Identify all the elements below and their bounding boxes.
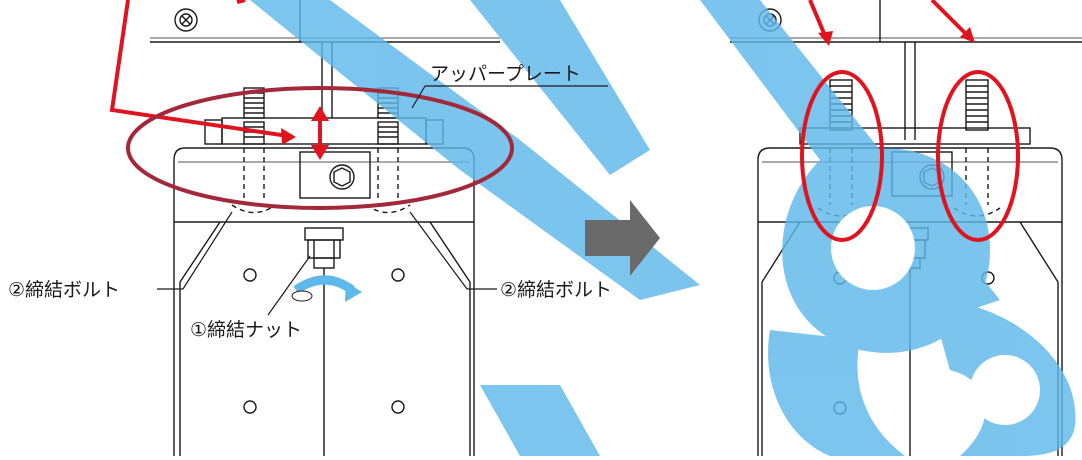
fastening-bolt-label-left: ②締結ボルト	[8, 279, 120, 301]
left-assembly	[150, 0, 500, 456]
upper-plate-label: アッパープレート	[430, 63, 581, 85]
rotate-arrow-icon	[291, 275, 362, 302]
watermark-counter-2	[970, 355, 1040, 425]
bolt-highlight-ellipse-right	[936, 70, 1020, 242]
phillips-screw-icon	[174, 8, 198, 32]
pointer-line-left	[109, 0, 289, 138]
red-annotations	[109, 0, 975, 160]
bolt-highlight-ellipse-left	[800, 70, 884, 242]
watermark	[250, 0, 1076, 456]
upper-plate-highlight-ellipse	[126, 86, 514, 210]
watermark-counter	[831, 206, 915, 290]
right-arrow-icon	[585, 200, 660, 276]
fastening-nut-label: ①締結ナット	[190, 319, 302, 341]
fastening-bolt-label-right: ②締結ボルト	[500, 279, 612, 301]
label-leaders	[157, 85, 608, 316]
